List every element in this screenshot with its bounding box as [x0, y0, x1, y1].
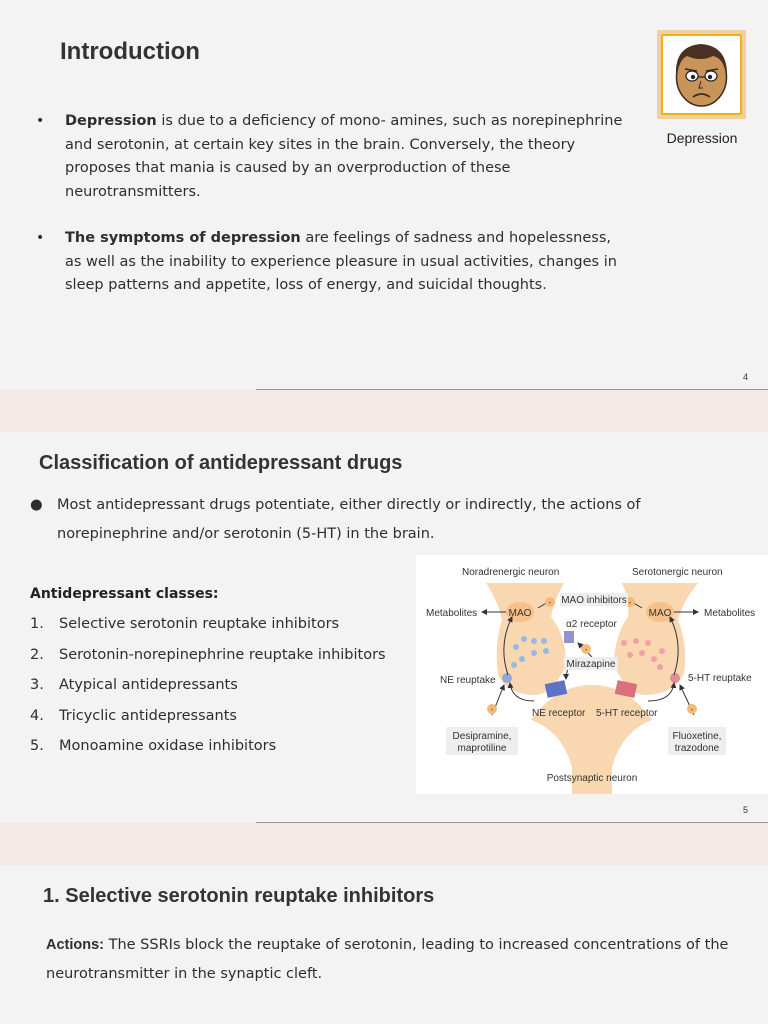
ne-receptor-shape [544, 680, 568, 698]
item-label: Selective serotonin reuptake inhibitors [59, 616, 340, 632]
item-number: 4. [30, 707, 44, 724]
minus-sign: - [629, 598, 632, 607]
postsynaptic-terminal [531, 685, 652, 794]
actions-text: The SSRIs block the reuptake of serotoni… [46, 937, 729, 982]
item-label: Monoamine oxidase inhibitors [59, 738, 277, 754]
depressed-face-image [657, 30, 746, 119]
metabolites-left-label: Metabolites [426, 608, 477, 619]
bullet-bold: Depression [65, 113, 157, 129]
desipramine-label: Desipramine, [453, 731, 512, 742]
bullet-text: is due to a deficiency of mono- amines, … [65, 113, 623, 200]
ne-vesicles [511, 636, 549, 668]
lead-text: Most antidepressant drugs potentiate, ei… [57, 497, 641, 542]
ht-receptor-shape [614, 680, 638, 698]
ht-transporter [670, 673, 680, 683]
bullet-text: are feelings of sadness and hopelessness… [65, 230, 617, 293]
bullet-symptoms: • The symptoms of depression are feelings… [36, 227, 626, 298]
fluoxetine-label: Fluoxetine, [673, 731, 722, 742]
ht-reuptake-label: 5-HT reuptake [688, 673, 752, 684]
slide-title: Introduction [60, 38, 200, 65]
item-label: Tricyclic antidepressants [59, 707, 237, 724]
minus-sign: - [585, 645, 588, 654]
minus-sign: - [691, 705, 694, 714]
classes-heading: Antidepressant classes: [30, 586, 219, 602]
slide-ssri [0, 865, 768, 1024]
mao-inhibitors-label: MAO inhibitors [561, 595, 627, 606]
mirazapine-label: Mirazapine [567, 659, 616, 670]
noradrenergic-label: Noradrenergic neuron [462, 567, 559, 578]
actions-paragraph: Actions: The SSRIs block the reuptake of… [46, 931, 736, 989]
minus-sign: - [549, 598, 552, 607]
serotonergic-terminal [614, 583, 698, 695]
mao-left-label: MAO [509, 608, 532, 619]
bullet-list: • Depression is due to a deficiency of mo… [36, 110, 626, 321]
serotonergic-label: Serotonergic neuron [632, 567, 723, 578]
slide-introduction: Introduction • Depression is due to a def… [0, 0, 768, 390]
mao-right-label: MAO [649, 608, 672, 619]
page-number: 5 [743, 805, 749, 815]
item-number: 1. [30, 616, 44, 632]
minus-sign: - [491, 705, 494, 714]
mao-right [646, 602, 674, 622]
item-label: Atypical antidepressants [59, 677, 238, 693]
slide-separator [0, 823, 768, 865]
item-number: 3. [30, 677, 44, 693]
mao-left [506, 602, 534, 622]
alpha2-label: α2 receptor [566, 619, 617, 630]
divider [256, 822, 768, 823]
maprotiline-label: maprotiline [458, 743, 507, 754]
slide-title: Classification of antidepressant drugs [39, 452, 403, 474]
ne-transporter [502, 673, 512, 683]
ne-reuptake-label: NE reuptake [440, 675, 496, 686]
ht-vesicles [621, 638, 665, 670]
bullet-dot: • [36, 113, 45, 129]
metabolites-right-label: Metabolites [704, 608, 755, 619]
item-number: 2. [30, 646, 44, 663]
slide-separator [0, 390, 768, 432]
postsynaptic-label: Postsynaptic neuron [547, 773, 638, 784]
bullet-bold: The symptoms of depression [65, 230, 301, 246]
ht-receptor-label: 5-HT receptor [596, 708, 658, 719]
sad-face-icon [675, 44, 728, 107]
lead-bullet: ● Most antidepressant drugs potentiate, … [30, 491, 670, 549]
trazodone-label: trazodone [675, 743, 720, 754]
item-number: 5. [30, 738, 44, 754]
synapse-svg: - - - - - Noradrenergic neuron Serotoner… [426, 567, 755, 794]
actions-label: Actions: [46, 937, 104, 953]
divider [256, 389, 768, 390]
page-number: 4 [743, 372, 749, 382]
synapse-diagram: - - - - - Noradrenergic neuron Serotoner… [416, 555, 768, 794]
ne-receptor-label: NE receptor [532, 708, 586, 719]
bullet-dot: • [36, 230, 45, 246]
slide-title: 1. Selective serotonin reuptake inhibito… [43, 885, 435, 907]
item-label: Serotonin-norepinephrine reuptake inhibi… [59, 646, 386, 663]
bullet-dot: ● [30, 497, 43, 513]
bullet-depression: • Depression is due to a deficiency of mo… [36, 110, 626, 204]
image-caption: Depression [666, 130, 738, 146]
alpha2-receptor-shape [564, 631, 574, 643]
